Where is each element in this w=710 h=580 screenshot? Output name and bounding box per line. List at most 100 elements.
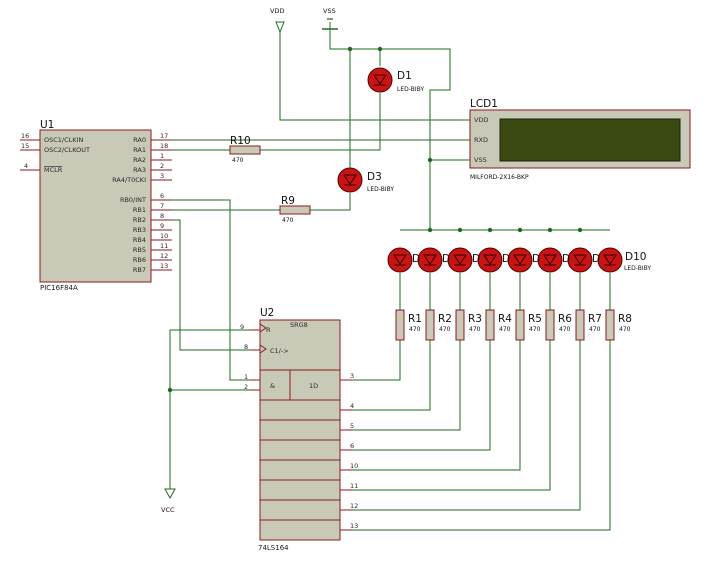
led-row-label: D	[532, 253, 540, 265]
u1-pin-name: RB5	[133, 246, 146, 254]
u1-pin-name: RB6	[133, 256, 146, 264]
u2-srg-label: SRG8	[290, 321, 308, 329]
led-d3[interactable]: D3 LED-BIBY	[337, 167, 394, 193]
u1-pin-num: 8	[160, 212, 164, 220]
resistor-r8[interactable]	[605, 309, 615, 341]
vdd-label: VDD	[270, 7, 284, 15]
r9-ref: R9	[281, 195, 295, 207]
led-row-label: D	[502, 253, 510, 265]
lcd-screen	[499, 118, 681, 162]
led-2[interactable]	[417, 247, 443, 273]
resistor-ref: R6	[558, 313, 572, 325]
d3-ref: D3	[367, 171, 382, 183]
u1-pin-name: RB4	[133, 236, 146, 244]
u1-right-pins	[151, 139, 172, 271]
led-5[interactable]	[507, 247, 533, 273]
u1-pin-name: RA3	[133, 166, 146, 174]
r10-ref: R10	[230, 135, 251, 147]
resistor-r2[interactable]	[425, 309, 435, 341]
u1-pin-name: RB2	[133, 216, 146, 224]
u2-shift-register[interactable]: U2 SRG8 R C1/-> & 1D 9 8 1 2 3	[240, 307, 358, 552]
resistor-ref: R4	[498, 313, 512, 325]
vss-label: VSS	[323, 7, 336, 15]
lcd-ref: LCD1	[470, 98, 498, 110]
junctions	[167, 46, 583, 393]
lcd-part: MILFORD-2X16-BKP	[470, 174, 529, 181]
u2-pin-num: 6	[350, 442, 354, 450]
u1-microcontroller[interactable]: U1 PIC16F84A 16 15 4 OSC1/CLKIN OSC2/CLK…	[20, 119, 172, 292]
led-d1[interactable]: D1 LED-BIBY	[367, 67, 424, 93]
u1-pin-num: 10	[160, 232, 168, 240]
resistor-value: 470	[529, 326, 541, 333]
r10-value: 470	[232, 157, 244, 164]
resistor-value: 470	[559, 326, 571, 333]
u2-pin-num: 5	[350, 422, 354, 430]
led-6[interactable]	[537, 247, 563, 273]
u2-clk-label: C1/->	[270, 347, 289, 355]
u2-pin-num: 9	[240, 323, 244, 331]
led-d10[interactable]	[597, 247, 623, 273]
u1-body	[39, 129, 152, 283]
resistor-r9[interactable]: R9 470	[279, 195, 311, 224]
vdd-terminal: VDD	[270, 7, 285, 34]
u2-register-block	[259, 369, 341, 541]
u2-ref: U2	[260, 307, 274, 319]
resistor-value: 470	[439, 326, 451, 333]
u2-pin-num: 8	[244, 343, 248, 351]
led-row-label: D	[472, 253, 480, 265]
resistor-r7[interactable]	[575, 309, 585, 341]
d10-ref: D10	[625, 251, 646, 263]
u2-pin-num: 2	[244, 383, 248, 391]
u2-control-block	[259, 319, 341, 371]
u1-pin-num: 4	[24, 162, 28, 170]
d1-part: LED-BIBY	[397, 86, 424, 93]
u1-pin-num: 11	[160, 242, 168, 250]
resistor-r6[interactable]	[545, 309, 555, 341]
u1-pin-num: 12	[160, 252, 168, 260]
u1-pin-num: 13	[160, 262, 168, 270]
d10-part: LED-BIBY	[624, 265, 651, 272]
resistor-value: 470	[409, 326, 421, 333]
u2-pin-num: 4	[350, 402, 354, 410]
led-1[interactable]	[387, 247, 413, 273]
resistor-ref: R3	[468, 313, 482, 325]
u2-d-label: 1D	[309, 382, 318, 390]
wires	[151, 29, 611, 531]
u1-pin-num: 16	[21, 132, 29, 140]
u1-pin-num: 7	[160, 202, 164, 210]
lcd1-display[interactable]: LCD1 VDD RXD VSS MILFORD-2X16-BKP	[469, 98, 691, 181]
u1-pin-num: 15	[21, 142, 29, 150]
resistor-r1[interactable]	[395, 309, 405, 341]
u1-part: PIC16F84A	[40, 284, 78, 292]
resistor-value: 470	[469, 326, 481, 333]
u2-part: 74LS164	[258, 544, 289, 552]
led-4[interactable]	[477, 247, 503, 273]
u2-pin-num: 11	[350, 482, 358, 490]
u1-ref: U1	[40, 119, 54, 131]
u1-pin-num: 9	[160, 222, 164, 230]
u1-pin-name: RB7	[133, 266, 146, 274]
led-7[interactable]	[567, 247, 593, 273]
resistor-ref: R7	[588, 313, 602, 325]
resistor-r4[interactable]	[485, 309, 495, 341]
resistor-r10[interactable]: R10 470	[229, 135, 261, 164]
u1-pin-name: RB1	[133, 206, 146, 214]
resistor-ref: R8	[618, 313, 632, 325]
u1-pin-name: OSC2/CLKOUT	[44, 146, 90, 154]
resistor-value: 470	[499, 326, 511, 333]
resistor-r3[interactable]	[455, 309, 465, 341]
resistor-ref: R1	[408, 313, 422, 325]
resistor-value: 470	[589, 326, 601, 333]
u1-pin-name: RA1	[133, 146, 146, 154]
led-3[interactable]	[447, 247, 473, 273]
u1-pin-num: 6	[160, 192, 164, 200]
d3-part: LED-BIBY	[367, 186, 394, 193]
resistor-r5[interactable]	[515, 309, 525, 341]
resistor-ref: R5	[528, 313, 542, 325]
led-row-label: D	[562, 253, 570, 265]
u1-pin-num: 17	[160, 132, 168, 140]
u2-pin-num: 10	[350, 462, 358, 470]
u2-r-label: R	[266, 326, 271, 334]
u2-pin-num: 12	[350, 502, 358, 510]
